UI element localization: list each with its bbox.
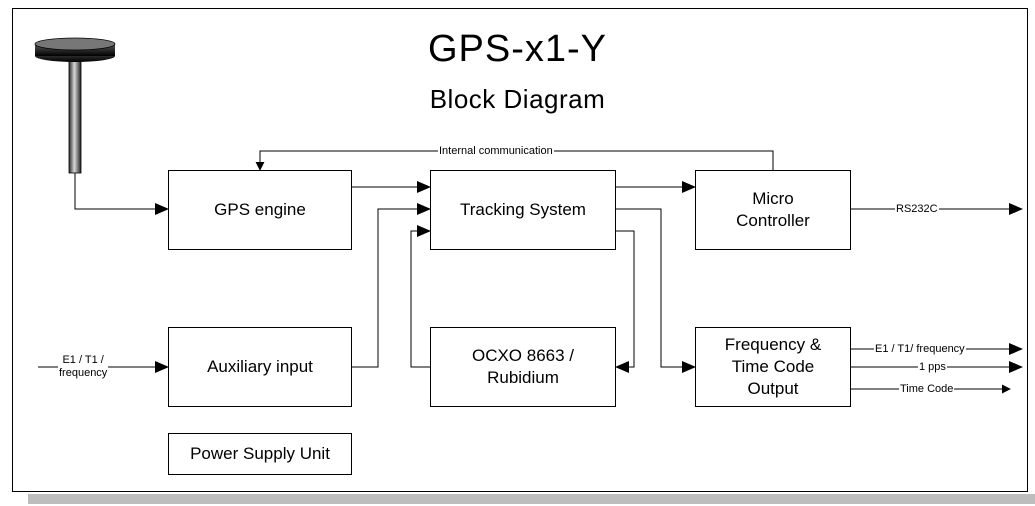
- antenna-to-gps-wire: [74, 173, 169, 215]
- frequency-timecode-output-block: Frequency & Time Code Output: [695, 327, 851, 407]
- tracking-to-output-wire: [616, 208, 696, 373]
- gps-engine-block: GPS engine: [168, 170, 352, 250]
- ocxo-to-tracking-wire: [410, 225, 431, 368]
- diagram-title: GPS-x1-Y: [427, 28, 608, 70]
- ocxo-rubidium-block: OCXO 8663 / Rubidium: [430, 327, 616, 407]
- diagram-subtitle: Block Diagram: [429, 84, 606, 114]
- frame-shadow: [28, 494, 1035, 504]
- power-supply-unit-block: Power Supply Unit: [168, 433, 352, 475]
- internal-communication-label: Internal communication: [438, 145, 554, 158]
- micro-controller-block: Micro Controller: [695, 170, 851, 250]
- output-time-code-label: Time Code: [899, 383, 955, 396]
- output-1pps-label: 1 pps: [918, 361, 947, 374]
- tracking-system-block: Tracking System: [430, 170, 616, 250]
- diagram-frame: [12, 8, 1028, 492]
- output-e1-t1-frequency-label: E1 / T1/ frequency: [874, 343, 966, 356]
- gps-antenna-icon: [34, 37, 116, 174]
- input-e1-t1-frequency-label: E1 / T1 / frequency: [58, 354, 109, 380]
- tracking-to-ocxo-wire: [615, 230, 635, 373]
- aux-to-tracking-wire: [352, 203, 431, 368]
- rs232c-label: RS232C: [895, 203, 939, 216]
- auxiliary-input-block: Auxiliary input: [168, 327, 352, 407]
